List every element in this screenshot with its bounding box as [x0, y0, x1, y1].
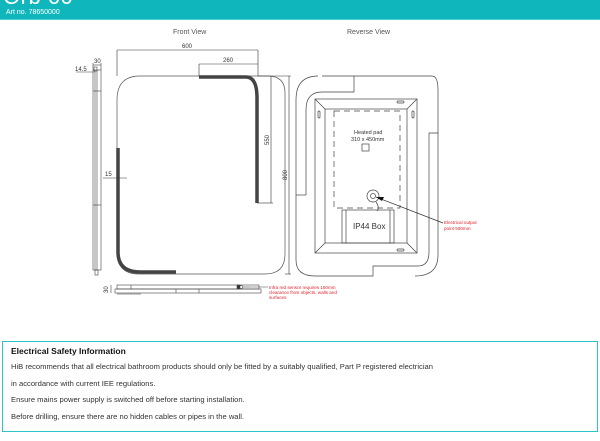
heated-pad-outline	[333, 110, 401, 209]
ip44-box-label: IP44 Box	[353, 222, 385, 231]
dim-bottom-depth: 30	[104, 286, 110, 293]
reverse-view-label: Reverse View	[347, 29, 391, 36]
safety-line: Ensure mains power supply is switched of…	[11, 395, 245, 404]
front-view	[103, 49, 291, 275]
output-leader-line	[375, 196, 444, 224]
dim-height: 800	[283, 169, 289, 180]
safety-line: Before drilling, ensure there are no hid…	[11, 411, 245, 421]
dim-width: 600	[182, 44, 193, 50]
product-title: Orb 60	[3, 0, 73, 8]
product-header: Orb 60 Art no. 78650000	[0, 0, 600, 20]
keyhole-slot-right	[411, 110, 415, 119]
electrical-output-outer	[366, 189, 380, 203]
sensor-note-line-1: Infra red sensor requires 150mm	[269, 285, 336, 290]
recess-outer	[314, 98, 418, 254]
keyhole-slot-left	[317, 110, 321, 119]
electrical-output-inner	[370, 193, 376, 199]
mirror-outline	[116, 75, 286, 275]
reverse-view	[295, 75, 444, 277]
keyhole-slot-top	[396, 100, 405, 104]
safety-line: in accordance with current IEE regulatio…	[11, 378, 156, 388]
electrical-safety-panel: Electrical Safety Information HiB recomm…	[2, 341, 598, 432]
led-strip-bottom-left	[116, 148, 176, 274]
safety-line: HiB recommends that all electrical bathr…	[11, 362, 433, 371]
frame-outline-body	[295, 75, 439, 277]
electrical-output-line-2: point 500mm	[444, 226, 471, 231]
side-profile	[76, 63, 102, 276]
dim-light-top: 260	[223, 58, 234, 64]
dim-side-offset: 14.5	[75, 67, 87, 73]
dim-light-left: 15	[105, 172, 112, 178]
technical-drawing: 30 14.5 600 260 15 550 800	[75, 44, 477, 300]
heated-pad-label: Heated pad	[354, 130, 382, 136]
bottom-profile	[110, 284, 268, 295]
dim-light-height: 550	[265, 134, 271, 145]
ip44-box-outline	[341, 209, 395, 244]
sensor-note-line-2: clearance from objects, walls and	[269, 290, 337, 295]
keyhole-slot-bottom	[396, 248, 405, 252]
frame-outline-top	[305, 75, 439, 195]
led-strip-top-right	[199, 75, 259, 203]
article-number: Art no. 78650000	[6, 9, 60, 16]
heated-pad-connector	[361, 143, 370, 152]
dim-side-depth: 30	[94, 59, 101, 65]
heated-pad-size: 310 x 450mm	[351, 137, 385, 143]
safety-heading: Electrical Safety Information	[11, 346, 126, 356]
side-profile-foot	[94, 269, 99, 276]
sensor-note-line-3: surfaces	[269, 295, 287, 300]
front-view-label: Front View	[173, 29, 207, 36]
electrical-output-line-1: Electrical output	[444, 220, 477, 225]
